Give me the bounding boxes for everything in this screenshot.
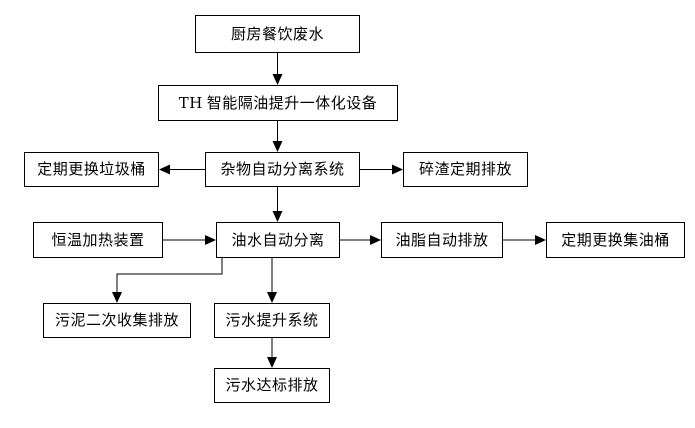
node-compliant-sewage-discharge[interactable]: 污水达标排放 (214, 368, 330, 403)
node-label: 定期更换垃圾桶 (37, 160, 146, 178)
node-label: 污泥二次收集排放 (54, 311, 179, 329)
node-label: 碎渣定期排放 (418, 160, 512, 178)
node-label: 杂物自动分离系统 (220, 160, 345, 178)
edge-sewage-lift-to-compliant-discharge (267, 338, 277, 368)
node-label: 智能隔油提升一体化设备 (206, 93, 378, 112)
node-label: 污水达标排放 (225, 376, 319, 394)
node-label: 油水自动分离 (231, 230, 325, 249)
node-sewage-lifting-system[interactable]: 污水提升系统 (214, 303, 330, 338)
node-replace-trash-bin-periodically[interactable]: 定期更换垃圾桶 (24, 152, 159, 187)
edge-wastewater-to-equipment (272, 53, 283, 85)
edge-debris-to-slag-discharge (360, 164, 403, 175)
edge-oil-water-to-grease-discharge (340, 235, 381, 245)
node-replace-oil-collection-drum-periodically[interactable]: 定期更换集油桶 (546, 222, 685, 258)
edge-oil-water-to-sewage-lift (267, 258, 277, 303)
node-label: 恒温加热装置 (51, 230, 145, 249)
edge-oil-water-to-sludge-collection (112, 258, 223, 303)
node-th-integrated-grease-lift-equipment[interactable]: TH 智能隔油提升一体化设备 (158, 85, 398, 121)
node-label: 厨房餐饮废水 (230, 24, 324, 43)
node-sludge-secondary-collection-discharge[interactable]: 污泥二次收集排放 (43, 303, 191, 338)
edge-grease-to-oil-drum (503, 235, 546, 245)
node-automatic-oil-water-separation[interactable]: 油水自动分离 (216, 222, 340, 258)
node-label: 定期更换集油桶 (561, 230, 670, 249)
node-constant-temperature-heating-device[interactable]: 恒温加热装置 (33, 222, 163, 258)
edge-debris-to-oil-water-separation (272, 187, 283, 222)
node-automatic-debris-separation-system[interactable]: 杂物自动分离系统 (205, 152, 360, 187)
node-automatic-grease-discharge[interactable]: 油脂自动排放 (381, 222, 503, 258)
node-kitchen-wastewater[interactable]: 厨房餐饮废水 (195, 15, 360, 53)
edge-debris-to-trashbin (159, 164, 205, 175)
node-label: 污水提升系统 (225, 311, 319, 329)
edge-heater-to-oil-water-separation (163, 235, 216, 245)
node-periodic-slag-discharge[interactable]: 碎渣定期排放 (403, 152, 528, 187)
node-label-prefix: TH (178, 93, 203, 112)
node-label: 油脂自动排放 (395, 230, 489, 249)
edge-equipment-to-debris-separation (272, 121, 283, 152)
